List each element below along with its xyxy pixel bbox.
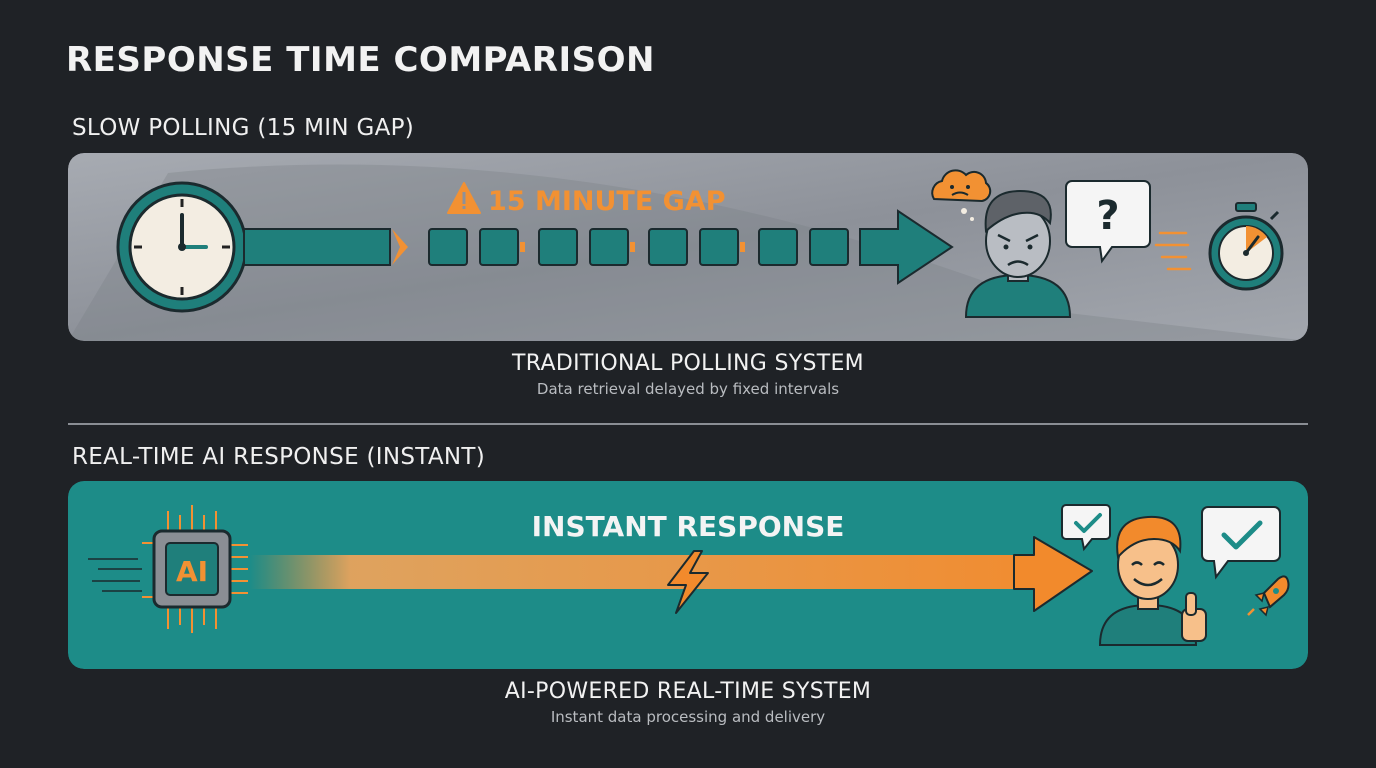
slow-caption-subtitle: Data retrieval delayed by fixed interval… — [536, 380, 840, 398]
ai-chip-icon: AI — [88, 505, 248, 633]
ai-chip-label: AI — [176, 555, 208, 588]
fast-caption-subtitle: Instant data processing and delivery — [550, 708, 826, 726]
fast-caption-title: AI-POWERED REAL-TIME SYSTEM — [504, 679, 872, 704]
page-title: RESPONSE TIME COMPARISON — [66, 40, 655, 80]
large-check-bubble-icon — [1201, 506, 1281, 580]
angry-cloud-icon — [931, 169, 992, 221]
check-bubble-icon — [1061, 504, 1111, 552]
realtime-ai-panel: AI INSTANT RESPONSE — [68, 481, 1308, 669]
stopwatch-icon — [1154, 202, 1284, 291]
rocket-icon — [1247, 575, 1290, 617]
question-bubble-icon: ? — [1065, 180, 1151, 264]
fast-section-label: REAL-TIME AI RESPONSE (INSTANT) — [72, 444, 486, 470]
warning-icon — [447, 182, 481, 214]
slow-caption-title: TRADITIONAL POLLING SYSTEM — [512, 351, 864, 376]
fast-caption: AI-POWERED REAL-TIME SYSTEM Instant data… — [0, 679, 1376, 726]
slow-section-label: SLOW POLLING (15 MIN GAP) — [72, 115, 415, 141]
happy-user-icon — [1098, 515, 1207, 646]
slow-polling-diagram: 15 MINUTE GAP ? — [68, 153, 1308, 341]
section-divider — [68, 423, 1308, 425]
delay-segments — [428, 228, 849, 266]
gap-label: 15 MINUTE GAP — [488, 186, 726, 217]
realtime-ai-diagram: AI INSTANT RESPONSE — [68, 481, 1308, 669]
clock-icon — [116, 181, 248, 313]
lightning-icon — [667, 550, 709, 614]
frustrated-user-icon — [964, 189, 1072, 318]
slow-polling-panel: 15 MINUTE GAP ? — [68, 153, 1308, 341]
instant-response-label: INSTANT RESPONSE — [532, 510, 845, 543]
instant-arrow — [250, 536, 1093, 612]
slow-caption: TRADITIONAL POLLING SYSTEM Data retrieva… — [0, 351, 1376, 398]
question-mark: ? — [1096, 193, 1119, 239]
